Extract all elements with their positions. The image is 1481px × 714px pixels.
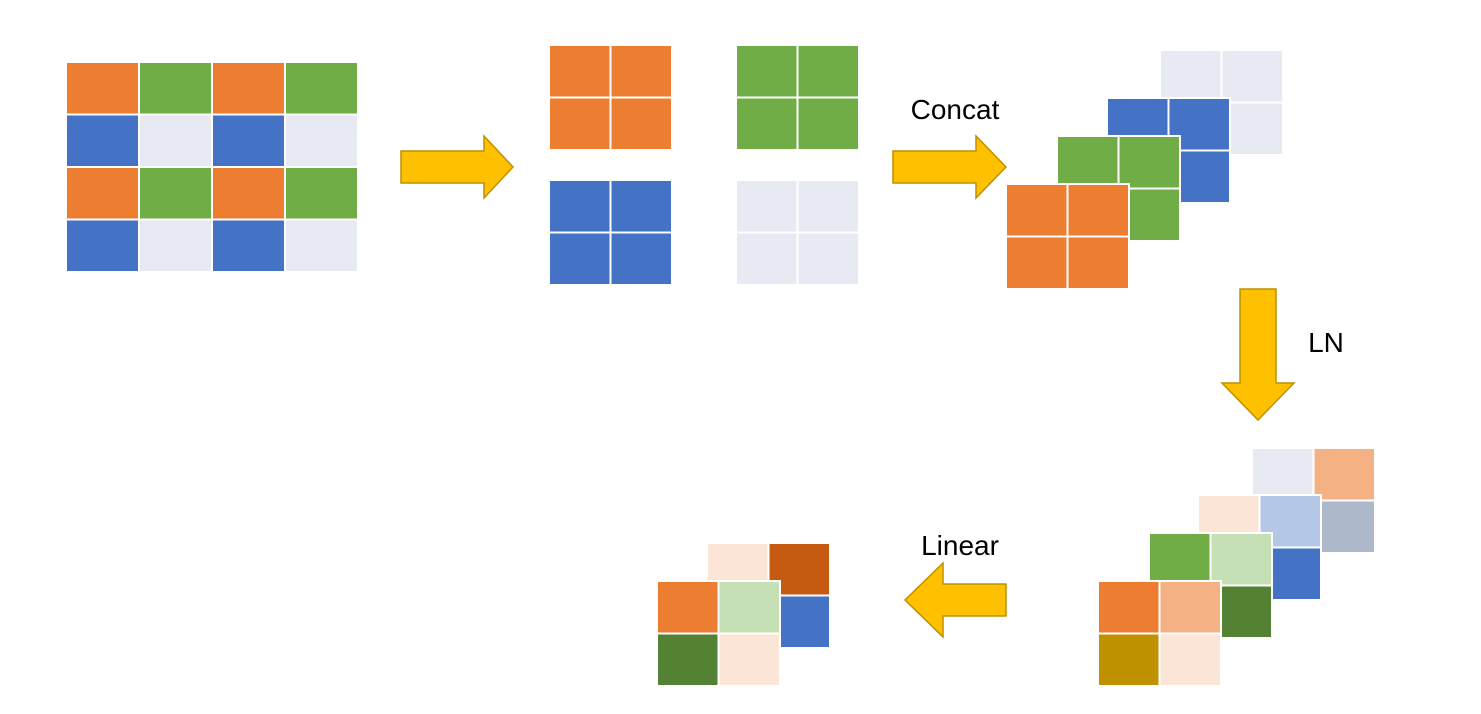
concat-cell (1117, 135, 1181, 190)
split-cell (548, 96, 612, 151)
split-cell (609, 231, 673, 286)
split-cell (796, 179, 860, 234)
split-cell (796, 44, 860, 99)
input-cell-r1-c2 (211, 113, 286, 168)
ln-cell (1158, 580, 1222, 635)
concat-cell (1066, 235, 1130, 290)
ln-cell (1158, 632, 1222, 687)
split-cell (735, 44, 799, 99)
ln-label: LN (1308, 327, 1344, 358)
ln-cell (1312, 447, 1376, 502)
concat-cell (1220, 101, 1284, 156)
split-cell (609, 96, 673, 151)
split-patch-blue (548, 179, 673, 286)
concat-cell (1159, 49, 1223, 104)
concat-cell (1066, 183, 1130, 238)
concat-cell (1005, 183, 1069, 238)
concat-cell (1220, 49, 1284, 104)
input-cell-r0-c2 (211, 61, 286, 116)
arrow-concat-right (892, 134, 1008, 200)
input-cell-r3-c3 (284, 218, 359, 273)
concat-layer-orange (1005, 183, 1130, 290)
linear-layer-1 (656, 580, 781, 687)
split-patch-green (735, 44, 860, 151)
split-patch-lavender (735, 179, 860, 286)
input-cell-r3-c2 (211, 218, 286, 273)
linear-output-stack (656, 542, 831, 687)
ln-cell (1148, 532, 1212, 587)
input-cell-r2-c0 (65, 166, 140, 221)
split-patches-group (548, 44, 860, 286)
concat-cell (1005, 235, 1069, 290)
split-cell (735, 179, 799, 234)
arrow-ln-down (1220, 288, 1296, 422)
split-cell (548, 44, 612, 99)
linear-cell (717, 580, 781, 635)
input-cell-r1-c0 (65, 113, 140, 168)
concat-cell (1056, 135, 1120, 190)
linear-cell (656, 580, 720, 635)
input-cell-r0-c0 (65, 61, 140, 116)
split-cell (548, 179, 612, 234)
arrow-split-right (400, 134, 515, 200)
linear-cell (656, 632, 720, 687)
input-cell-r3-c0 (65, 218, 140, 273)
input-feature-grid (65, 61, 359, 273)
split-cell (796, 96, 860, 151)
ln-cell (1097, 580, 1161, 635)
input-cell-r2-c2 (211, 166, 286, 221)
ln-cell (1097, 632, 1161, 687)
arrow-linear-left (903, 561, 1007, 639)
input-cell-r0-c3 (284, 61, 359, 116)
ln-layer-3 (1097, 580, 1222, 687)
input-cell-r1-c1 (138, 113, 213, 168)
input-cell-r3-c1 (138, 218, 213, 273)
input-cell-r0-c1 (138, 61, 213, 116)
concat-stack (1005, 49, 1284, 290)
split-patch-orange (548, 44, 673, 151)
split-cell (735, 96, 799, 151)
linear-cell (717, 632, 781, 687)
ln-stack (1097, 447, 1376, 687)
ln-cell (1209, 532, 1273, 587)
linear-label: Linear (921, 530, 999, 561)
input-cell-r1-c3 (284, 113, 359, 168)
split-cell (548, 231, 612, 286)
split-cell (609, 179, 673, 234)
ln-cell (1251, 447, 1315, 502)
input-cell-r2-c3 (284, 166, 359, 221)
arrows-group (400, 134, 1296, 639)
input-cell-r2-c1 (138, 166, 213, 221)
split-cell (735, 231, 799, 286)
split-cell (609, 44, 673, 99)
ln-cell (1312, 499, 1376, 554)
concat-label: Concat (911, 94, 1000, 125)
split-cell (796, 231, 860, 286)
